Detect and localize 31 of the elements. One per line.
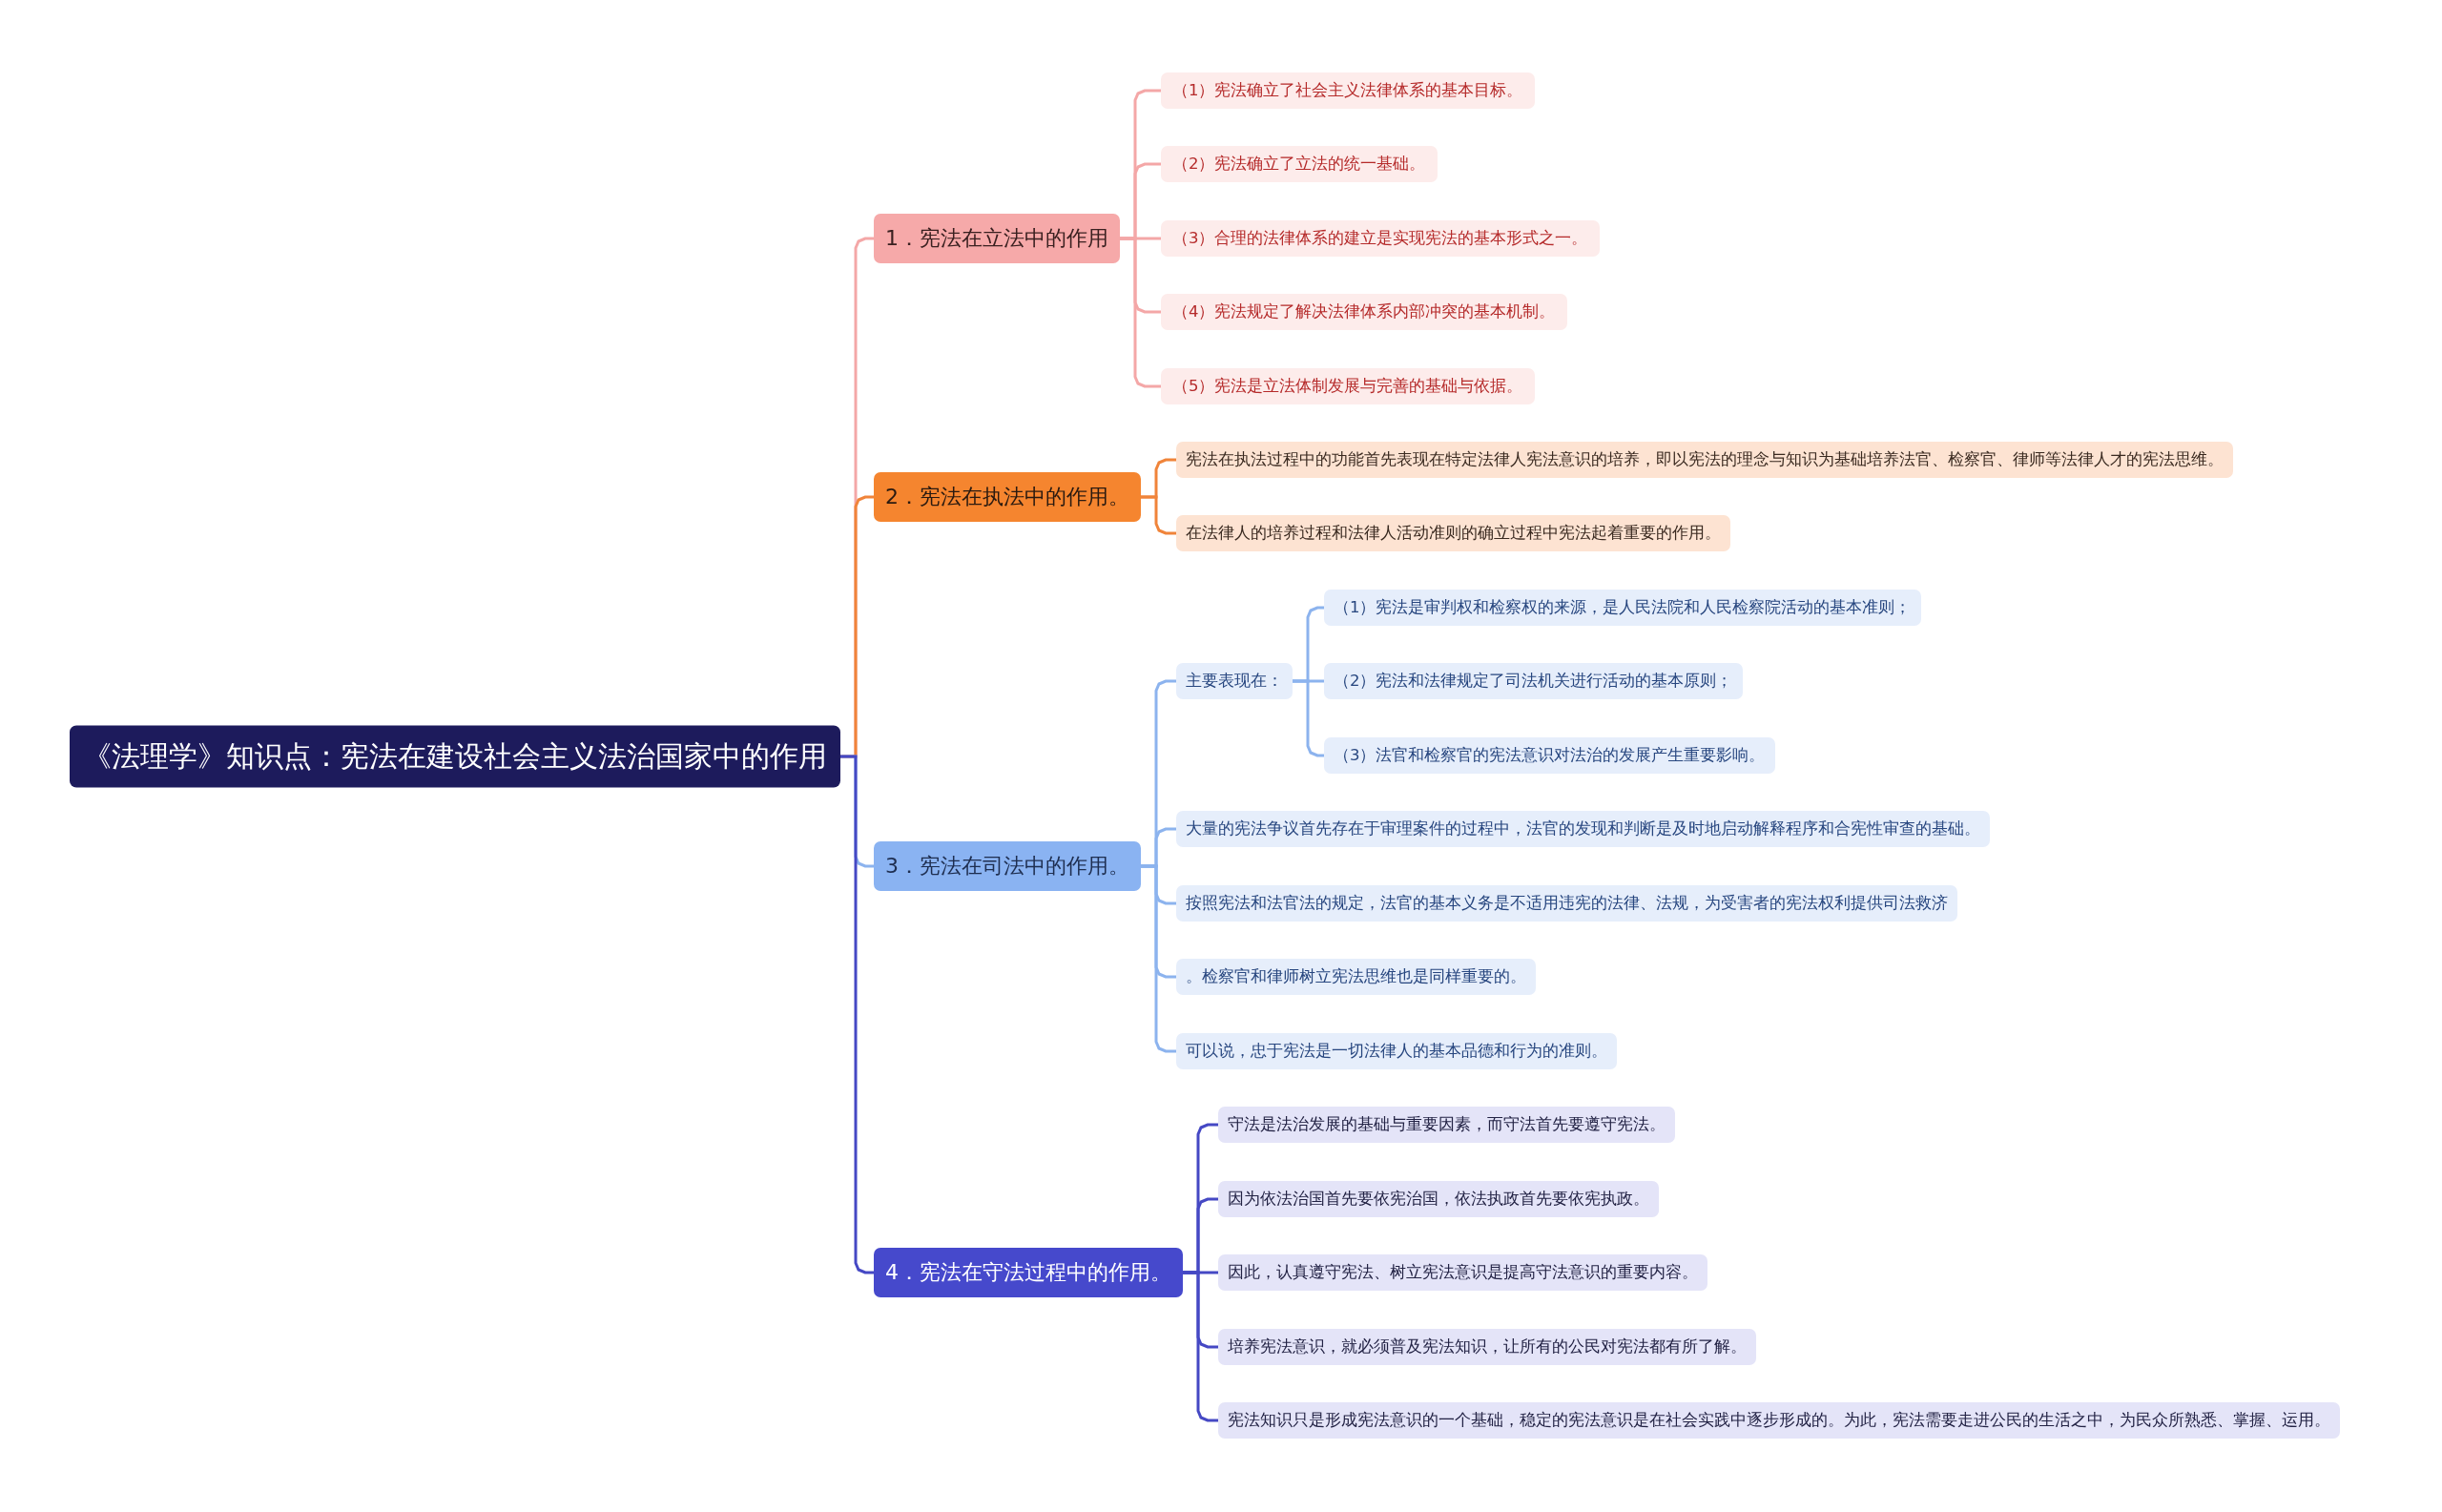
subtopic: （4）宪法规定了解决法律体系内部冲突的基本机制。 — [1161, 294, 1567, 330]
connector-line — [1293, 679, 1324, 757]
subtopic: 因此，认真遵守宪法、树立宪法意识是提高守法意识的重要内容。 — [1218, 1254, 1707, 1291]
connector-line — [840, 755, 874, 1274]
branch-topic: 1．宪法在立法中的作用 — [874, 214, 1120, 263]
subtopic: 因为依法治国首先要依宪治国，依法执政首先要依宪执政。 — [1218, 1181, 1659, 1217]
branch-topic: 4．宪法在守法过程中的作用。 — [874, 1248, 1183, 1297]
subtopic: （1）宪法确立了社会主义法律体系的基本目标。 — [1161, 72, 1535, 109]
branch-topic: 2．宪法在执法中的作用。 — [874, 472, 1141, 522]
connector-line — [1120, 237, 1161, 388]
connector-line — [1183, 1271, 1218, 1422]
subtopic: （1）宪法是审判权和检察权的来源，是人民法院和人民检察院活动的基本准则； — [1324, 590, 1921, 626]
branch-topic: 3．宪法在司法中的作用。 — [874, 841, 1141, 891]
subtopic: 大量的宪法争议首先存在于审理案件的过程中，法官的发现和判断是及时地启动解释程序和合宪性审查的基础。 — [1176, 811, 1990, 847]
subtopic: 在法律人的培养过程和法律人活动准则的确立过程中宪法起着重要的作用。 — [1176, 515, 1730, 551]
connector-line — [1141, 495, 1176, 535]
subtopic: 宪法在执法过程中的功能首先表现在特定法律人宪法意识的培养，即以宪法的理念与知识为基础培养法官、检察官、律师等法律人才的宪法思维。 — [1176, 442, 2233, 478]
subtopic: 。检察官和律师树立宪法思维也是同样重要的。 — [1176, 959, 1536, 995]
connector-line — [1141, 864, 1176, 1053]
subtopic: 宪法知识只是形成宪法意识的一个基础，稳定的宪法意识是在社会实践中逐步形成的。为此，宪法需要走进公民的生活之中，为民众所熟悉、掌握、运用。 — [1218, 1402, 2340, 1439]
subtopic: 守法是法治发展的基础与重要因素，而守法首先要遵守宪法。 — [1218, 1107, 1675, 1143]
subtopic: （2）宪法和法律规定了司法机关进行活动的基本原则； — [1324, 663, 1743, 699]
subtopic: 培养宪法意识，就必须普及宪法知识，让所有的公民对宪法都有所了解。 — [1218, 1329, 1756, 1365]
subtopic: （5）宪法是立法体制发展与完善的基础与依据。 — [1161, 368, 1535, 404]
subtopic: 主要表现在： — [1176, 663, 1293, 699]
subtopic: （2）宪法确立了立法的统一基础。 — [1161, 146, 1438, 182]
subtopic: （3）法官和检察官的宪法意识对法治的发展产生重要影响。 — [1324, 737, 1775, 774]
subtopic: （3）合理的法律体系的建立是实现宪法的基本形式之一。 — [1161, 220, 1600, 257]
central-topic: 《法理学》知识点：宪法在建设社会主义法治国家中的作用 — [70, 725, 840, 788]
subtopic: 可以说，忠于宪法是一切法律人的基本品德和行为的准则。 — [1176, 1033, 1617, 1069]
subtopic: 按照宪法和法官法的规定，法官的基本义务是不适用违宪的法律、法规，为受害者的宪法权利提供司法救济 — [1176, 885, 1957, 922]
